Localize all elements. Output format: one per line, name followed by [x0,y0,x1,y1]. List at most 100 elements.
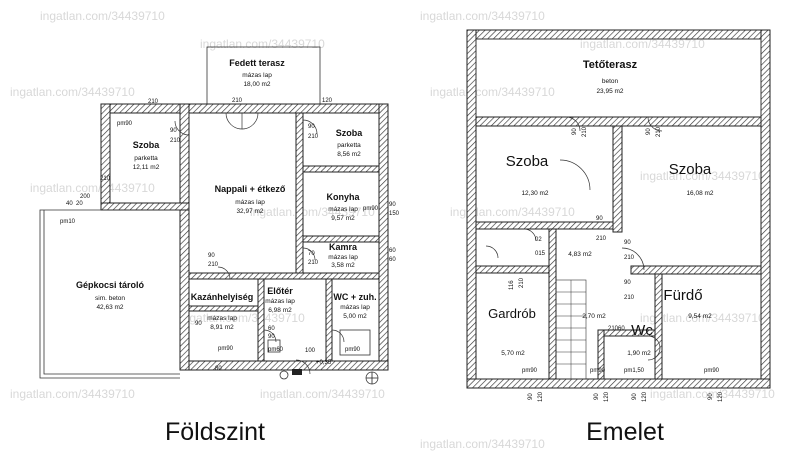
wall [466,29,477,389]
watermark-text: ingatlan.com/34439710 [260,387,385,401]
door-swing [174,120,190,136]
room-area: 8,56 m2 [337,151,361,158]
upper-floor-title: Emelet [586,418,664,446]
room-area: 9,54 m2 [688,313,712,320]
wall [100,103,111,210]
wall [760,29,771,389]
wall [630,265,762,275]
room-floor: mázas lap [328,254,358,261]
dimension-label: 100 [305,348,316,354]
dimension-label: pm90 [522,368,538,374]
dimension-label: 210 [596,236,607,242]
door-swing [523,228,537,242]
dimension-label: 210 [232,98,243,104]
dimension-label: 90 [528,393,534,400]
dimension-label: pm90 [117,121,133,127]
dimension-label: pm60 [268,347,284,353]
room-name: Konyha [326,192,360,202]
watermark-layer: ingatlan.com/34439710 ingatlan.com/34439… [10,9,775,451]
room-name: Előtér [267,286,293,296]
wall [548,228,557,380]
garage-outline [39,209,180,379]
room-area: 42,63 m2 [96,304,123,311]
dimension-label: 210 [608,326,619,332]
wall [302,235,380,243]
door-swing [263,329,277,343]
watermark-text: ingatlan.com/34439710 [180,311,305,325]
room-area: 4,83 m2 [568,251,592,258]
sink [267,339,281,353]
room-area: 1,90 m2 [627,350,651,357]
wall [257,278,265,362]
wall [597,329,605,380]
door-swing [559,159,591,191]
room-area: 18,00 m2 [243,81,270,88]
dimension-label: 210 [308,134,319,140]
door-swing [302,119,318,135]
room-area: 16,08 m2 [686,190,713,197]
wall [188,272,380,280]
garage-outline [43,210,180,375]
dimension-label: 90 [624,280,631,286]
wall [100,202,190,211]
room-area: 23,95 m2 [596,88,623,95]
watermark-text: ingatlan.com/34439710 [640,311,765,325]
room-area: 8,91 m2 [210,324,234,331]
dimension-label: 210 [100,176,111,182]
room-area: 5,00 m2 [343,313,367,320]
room-floor: mázas lap [328,206,358,213]
room-floor: parketta [134,155,158,162]
room-name: Fedett terasz [229,58,285,68]
door-swing [302,247,316,261]
dimension-label: pm1,50 [624,368,645,374]
room-name: Fürdő [663,287,702,304]
dimension-label: 90 [308,124,315,130]
dimension-label: 210 [208,262,219,268]
room-name: Szoba [133,140,160,150]
level-marker [366,372,378,384]
dimension-label: 90 [632,393,638,400]
dimension-label: 210 [656,126,662,137]
ground-floor-plan: Fedett terasz mázas lap 18,00 m2 Szoba p… [39,46,400,385]
wall [188,305,259,312]
room-area: 2,70 m2 [582,313,606,320]
room-floor: parketta [337,142,361,149]
dimension-label: pm90 [363,206,379,212]
room-area: 32,97 m2 [236,208,263,215]
wall [475,265,557,274]
dimension-label: 90 [624,240,631,246]
door-swing [331,329,345,343]
staircase [555,279,587,380]
dimension-label: 80 [215,366,222,372]
door-swing [621,247,645,271]
watermark-text: ingatlan.com/34439710 [450,205,575,219]
wall [475,221,614,230]
wall [302,165,380,173]
dimension-label: pm90 [345,347,361,353]
dimension-label: 015 [535,251,546,257]
room-floor: mázas lap [340,304,370,311]
room-name: WC + zuh. [333,292,376,302]
room-area: 12,30 m2 [521,190,548,197]
room-floor: mázas lap [265,298,295,305]
room-name: Wc [631,322,653,339]
dimension-label: 90 [596,216,603,222]
dimension-label: 60 [389,257,396,263]
dimension-label: 90 [389,202,396,208]
room-name: Nappali + étkező [215,184,286,194]
dimension-label: 210 [148,99,159,105]
dimension-label: 60 [268,326,275,332]
wall [378,103,389,371]
room-name: Gardrób [488,306,536,321]
watermark-text: ingatlan.com/34439710 [10,85,135,99]
dimension-label: 90 [572,128,578,135]
room-floor: sim. beton [95,295,125,302]
door-swing [485,245,499,259]
entrance-step [292,369,302,375]
room-name: Szoba [669,161,712,178]
room-name: Tetőterasz [583,59,638,71]
door-swing [217,266,231,280]
room-area: 12,11 m2 [133,164,160,171]
door-swing [241,112,259,130]
level-label: +0,35 [316,360,332,366]
